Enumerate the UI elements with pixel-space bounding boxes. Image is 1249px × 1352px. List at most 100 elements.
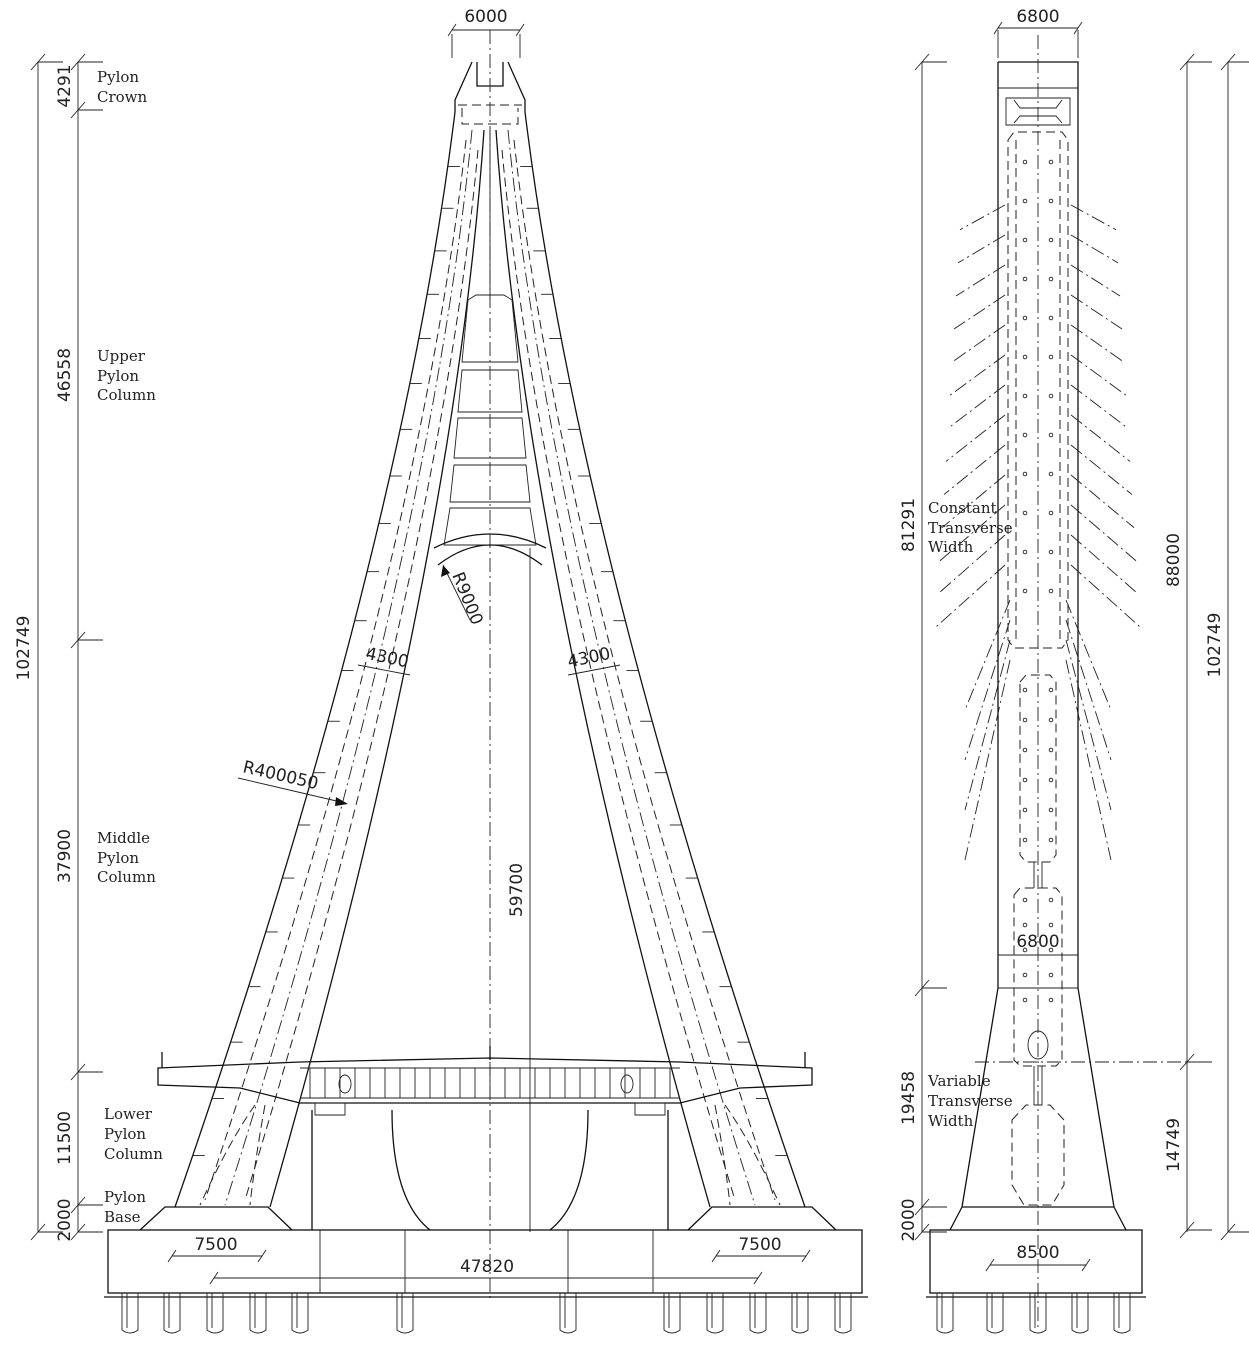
svg-text:Column: Column (97, 868, 156, 886)
anchor-hole (1022, 747, 1028, 753)
svg-text:Constant: Constant (928, 499, 997, 517)
anchor-holes (1022, 159, 1054, 1003)
stay-cable (957, 234, 1006, 264)
leg-radius-text: R400050 (241, 757, 320, 794)
pile (986, 1293, 1004, 1334)
right-leg-axis (507, 129, 756, 1206)
pile (791, 1293, 809, 1334)
stay-cable (1070, 504, 1137, 562)
dim-side-total: 102749 (1205, 613, 1225, 678)
arrow-icon (441, 565, 450, 577)
anchor-hole (1048, 777, 1054, 783)
anchor-hole (1048, 354, 1054, 360)
pile (121, 1293, 139, 1334)
anchor-hole (1022, 393, 1028, 399)
svg-text:Middle: Middle (97, 829, 150, 847)
dim-constant: 81291 (899, 498, 919, 552)
manhole-left (338, 1074, 352, 1094)
pile (749, 1293, 767, 1334)
pile (834, 1293, 852, 1334)
anchor-hole (1048, 897, 1054, 903)
svg-text:Base: Base (104, 1208, 141, 1226)
anchor-hole (1048, 947, 1054, 953)
dim-upper: 46558 (55, 348, 75, 402)
side-lower-cell (1013, 887, 1063, 1067)
anchor-hole (1022, 717, 1028, 723)
right-leg-cell-inner (501, 149, 736, 1201)
anchor-hole (1022, 354, 1028, 360)
deck-girder (157, 1057, 813, 1104)
stay-cable (1070, 564, 1141, 628)
dim-base-left (167, 1249, 267, 1263)
anchor-hole (1048, 922, 1054, 928)
right-lower-cell (714, 1104, 781, 1206)
side-height-dimensions (914, 53, 1249, 1241)
deck-stiffeners (309, 1068, 671, 1098)
dim-side-base-width (985, 1258, 1091, 1272)
anchor-hole (1022, 198, 1028, 204)
anchor-hole (1048, 315, 1054, 321)
pile-cap-joints (319, 1230, 654, 1293)
stay-cable (1070, 204, 1117, 231)
anchor-hole (1048, 510, 1054, 516)
svg-text:Column: Column (97, 386, 156, 404)
stay-cable (964, 619, 1011, 761)
stay-cable (949, 354, 1006, 396)
anchor-hole (1048, 687, 1054, 693)
anchor-hole (1048, 807, 1054, 813)
svg-text:Column: Column (104, 1145, 163, 1163)
right-leg-cell-outer (513, 139, 776, 1201)
right-leg-inner (495, 129, 711, 1208)
stay-cable (1070, 294, 1123, 330)
piles (121, 1293, 852, 1334)
anchor-hole (1048, 159, 1054, 165)
svg-text:Width: Width (928, 538, 974, 556)
dim-side-top-width (993, 21, 1083, 58)
right-base (687, 1206, 837, 1231)
side-view: 6800 6800 8500 81291 19458 2000 88000 14… (899, 7, 1249, 1334)
front-elevation: 6000 4300 4300 R9000 R400050 59700 (14, 7, 868, 1334)
side-base (949, 1206, 1127, 1231)
label-base: Pylon Base (104, 1188, 146, 1226)
leg-radius-leader (237, 777, 346, 804)
stay-cable (1065, 599, 1112, 711)
deck-barriers (161, 1046, 806, 1068)
right-pier (549, 1109, 669, 1231)
dim-base-span-text: 47820 (460, 1257, 514, 1277)
stay-cable (945, 414, 1006, 462)
manhole-right (620, 1074, 634, 1094)
svg-text:Pylon: Pylon (97, 367, 139, 385)
dim-base-left-text: 7500 (194, 1235, 237, 1255)
stay-cable (1065, 639, 1112, 811)
pile (396, 1293, 414, 1334)
dim-leg-width-right (567, 664, 621, 676)
stay-cable (1070, 354, 1127, 396)
svg-text:Pylon: Pylon (104, 1125, 146, 1143)
stay-cable (943, 444, 1006, 495)
anchor-hole (1022, 549, 1028, 555)
anchor-hole (1022, 588, 1028, 594)
stay-cable (1070, 234, 1119, 264)
dim-crown: 4291 (55, 64, 75, 107)
svg-text:Pylon: Pylon (97, 849, 139, 867)
stay-cable (964, 599, 1011, 711)
label-crown: Pylon Crown (97, 68, 148, 106)
label-constant-width: Constant Transverse Width (928, 499, 1013, 556)
stay-cable (1070, 414, 1131, 462)
stay-cable (1065, 659, 1112, 861)
left-leg-outer (174, 111, 456, 1208)
left-base (139, 1206, 293, 1231)
side-upper-cell (1007, 131, 1069, 649)
pile (291, 1293, 309, 1334)
pile (1113, 1293, 1131, 1334)
dim-side-base: 2000 (899, 1198, 919, 1241)
anchor-hole (1048, 972, 1054, 978)
stay-cable (959, 204, 1006, 231)
right-leg-outer (524, 111, 806, 1208)
pile (706, 1293, 724, 1334)
anchor-hole (1022, 471, 1028, 477)
stay-cable (1070, 264, 1121, 297)
svg-text:Upper: Upper (97, 347, 146, 365)
stay-cable (1065, 619, 1112, 761)
